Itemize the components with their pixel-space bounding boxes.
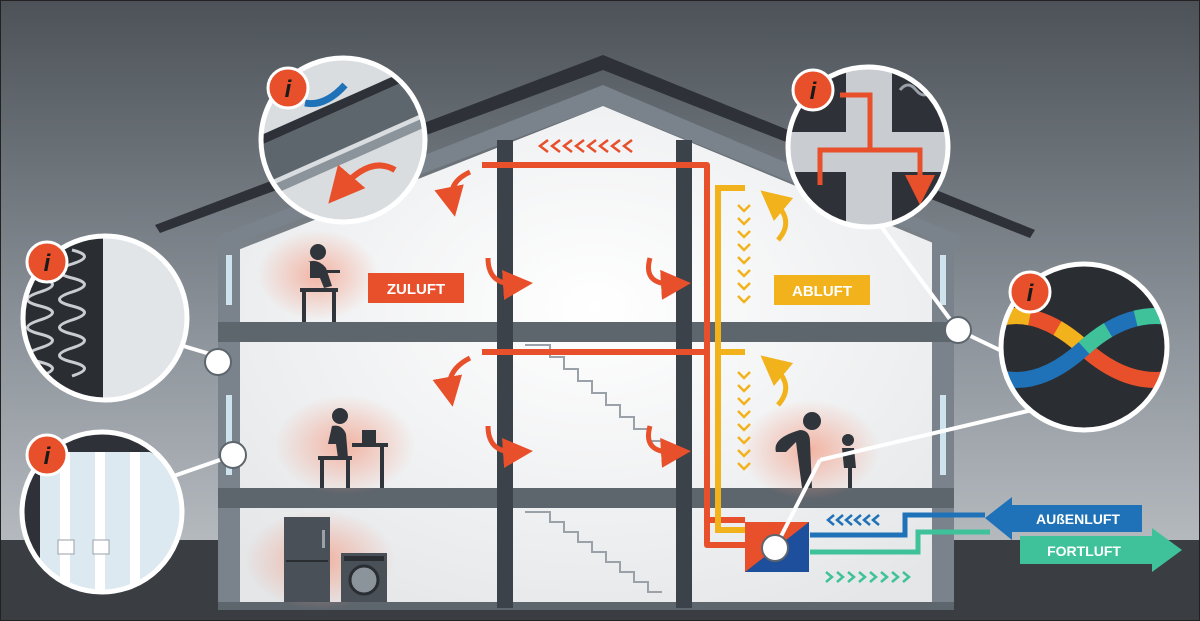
supply-air-label: ZULUFT: [368, 273, 464, 303]
discharge-air-duct: [810, 529, 990, 555]
detail-anchor-dots: [204, 316, 972, 562]
info-icon: [1008, 270, 1052, 314]
info-icon: [25, 240, 69, 284]
info-badge-heat-exchanger[interactable]: i: [1008, 270, 1052, 314]
info-badge-window[interactable]: i: [25, 433, 69, 477]
person-laptop-icon: [318, 408, 388, 488]
attic-airflow-chevrons: [537, 139, 633, 153]
supply-air-text: ZULUFT: [387, 281, 445, 298]
exhaust-flow-arrows: [760, 190, 794, 407]
window-detail-circle: [19, 429, 185, 595]
info-icon: [791, 68, 835, 112]
discharge-chevrons: [825, 571, 911, 583]
info-badge-heat-exchanger-symbol: i: [1027, 280, 1035, 307]
exhaust-air-duct: [715, 185, 745, 533]
column-left: [497, 140, 513, 608]
info-badge-roof[interactable]: i: [266, 66, 310, 110]
washing-machine-icon: [341, 553, 387, 602]
person-reading-icon: [300, 244, 340, 322]
discharge-air-text: FORTLUFT: [1047, 543, 1121, 559]
supply-air-ducts: [482, 162, 745, 548]
info-icon: [266, 66, 310, 110]
exhaust-air-text: ABLUFT: [792, 283, 852, 300]
fridge-icon: [284, 517, 330, 602]
supply-flow-arrows: [432, 169, 691, 468]
upper-floor-slab: [218, 322, 954, 342]
ground-floor-slab: [218, 488, 954, 508]
info-badge-roof-symbol: i: [285, 76, 293, 103]
column-right: [676, 140, 692, 608]
outdoor-chevrons: [826, 514, 880, 526]
info-icon: [25, 433, 69, 477]
exhaust-air-label: ABLUFT: [774, 275, 870, 305]
discharge-air-arrow: FORTLUFT: [1020, 528, 1182, 572]
ventilation-detail-circle: [785, 64, 951, 230]
info-badge-wall[interactable]: i: [25, 240, 69, 284]
outdoor-air-arrow: AUßENLUFT: [985, 497, 1142, 540]
info-badge-window-symbol: i: [44, 443, 52, 470]
outdoor-air-duct: [810, 512, 985, 538]
outdoor-air-text: AUßENLUFT: [1036, 511, 1120, 527]
info-badge-ventilation[interactable]: i: [791, 68, 835, 112]
info-badge-wall-symbol: i: [44, 250, 52, 277]
info-badge-ventilation-symbol: i: [810, 78, 818, 105]
adult-child-icon: [775, 412, 856, 488]
wall-insulation-detail-circle: [20, 233, 190, 403]
exhaust-chevrons: [737, 204, 751, 471]
